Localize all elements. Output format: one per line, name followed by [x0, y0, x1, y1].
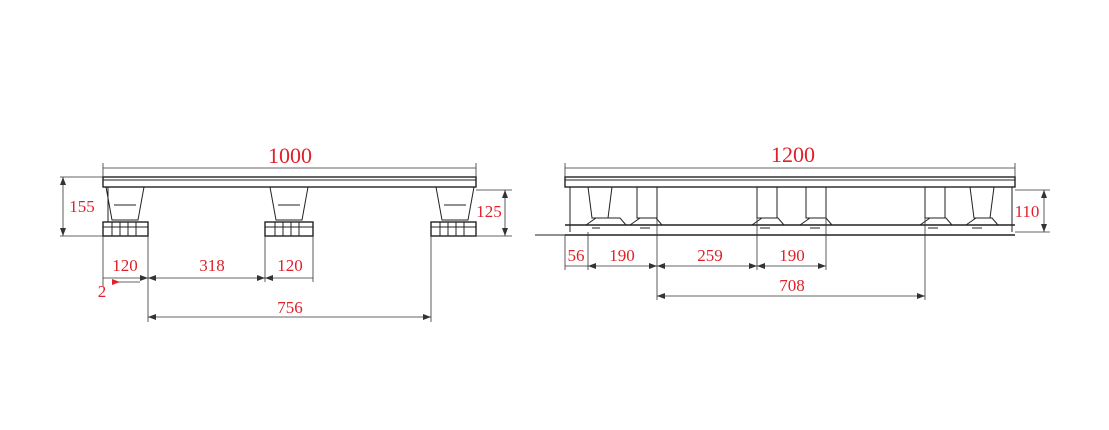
front-foot-left [102, 186, 149, 237]
front-foot-width-left-label: 120 [112, 256, 138, 275]
side-block-gap-label: 259 [697, 246, 723, 265]
side-block-middle-label: 190 [779, 246, 805, 265]
side-block-right [919, 186, 999, 229]
side-block-middle [751, 186, 833, 229]
front-edge-offset-label: 2 [98, 282, 107, 301]
front-dimension-lines [60, 163, 512, 322]
side-block-left [585, 186, 663, 229]
side-overall-length-label: 1200 [771, 142, 815, 167]
side-edge-offset-label: 56 [568, 246, 585, 265]
side-bottom-runner [535, 224, 1015, 236]
front-foot-gap-label: 318 [199, 256, 225, 275]
front-height-left-label: 155 [69, 197, 95, 216]
side-height-label: 110 [1015, 202, 1040, 221]
front-overall-width-label: 1000 [268, 143, 312, 168]
front-foot-width-middle-label: 120 [277, 256, 303, 275]
side-block-left-label: 190 [609, 246, 635, 265]
side-view: 1200 110 56 190 259 190 708 [535, 142, 1050, 300]
side-inner-span-label: 708 [779, 276, 805, 295]
front-foot-middle [264, 186, 314, 237]
front-foot-right [430, 186, 477, 237]
side-dimension-lines [564, 163, 1050, 300]
front-deck [102, 176, 477, 188]
front-view: 1000 155 125 120 318 120 2 756 [60, 143, 512, 322]
front-height-right-label: 125 [476, 202, 502, 221]
front-foot-span-label: 756 [277, 298, 303, 317]
